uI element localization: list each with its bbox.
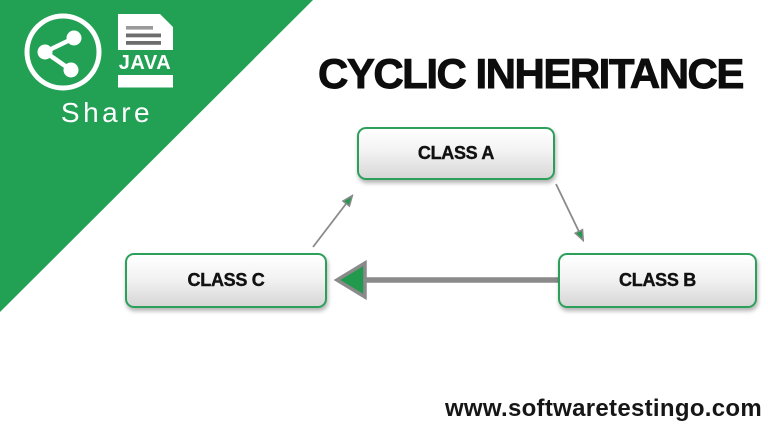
java-file-label: JAVA	[119, 52, 171, 74]
node-class-c: CLASS C	[125, 253, 327, 308]
share-icon	[24, 13, 102, 91]
node-class-c-label: CLASS C	[187, 270, 265, 290]
page-title: CYCLIC INHERITANCE	[318, 50, 745, 98]
node-class-b: CLASS B	[558, 253, 757, 308]
corner-badge: JAVA Share	[0, 0, 313, 312]
website-url: www.softwaretestingo.com	[444, 395, 762, 422]
edge-c-to-a	[312, 196, 352, 248]
java-file-icon: JAVA	[118, 14, 173, 88]
edge-a-to-b	[555, 183, 583, 240]
green-triangle	[0, 0, 313, 312]
node-class-a-label: CLASS A	[417, 143, 495, 163]
edge-b-to-c-arrowhead	[333, 259, 367, 301]
node-class-b-label: CLASS B	[619, 270, 697, 290]
node-class-a: CLASS A	[357, 127, 555, 180]
share-label: Share	[61, 97, 153, 128]
